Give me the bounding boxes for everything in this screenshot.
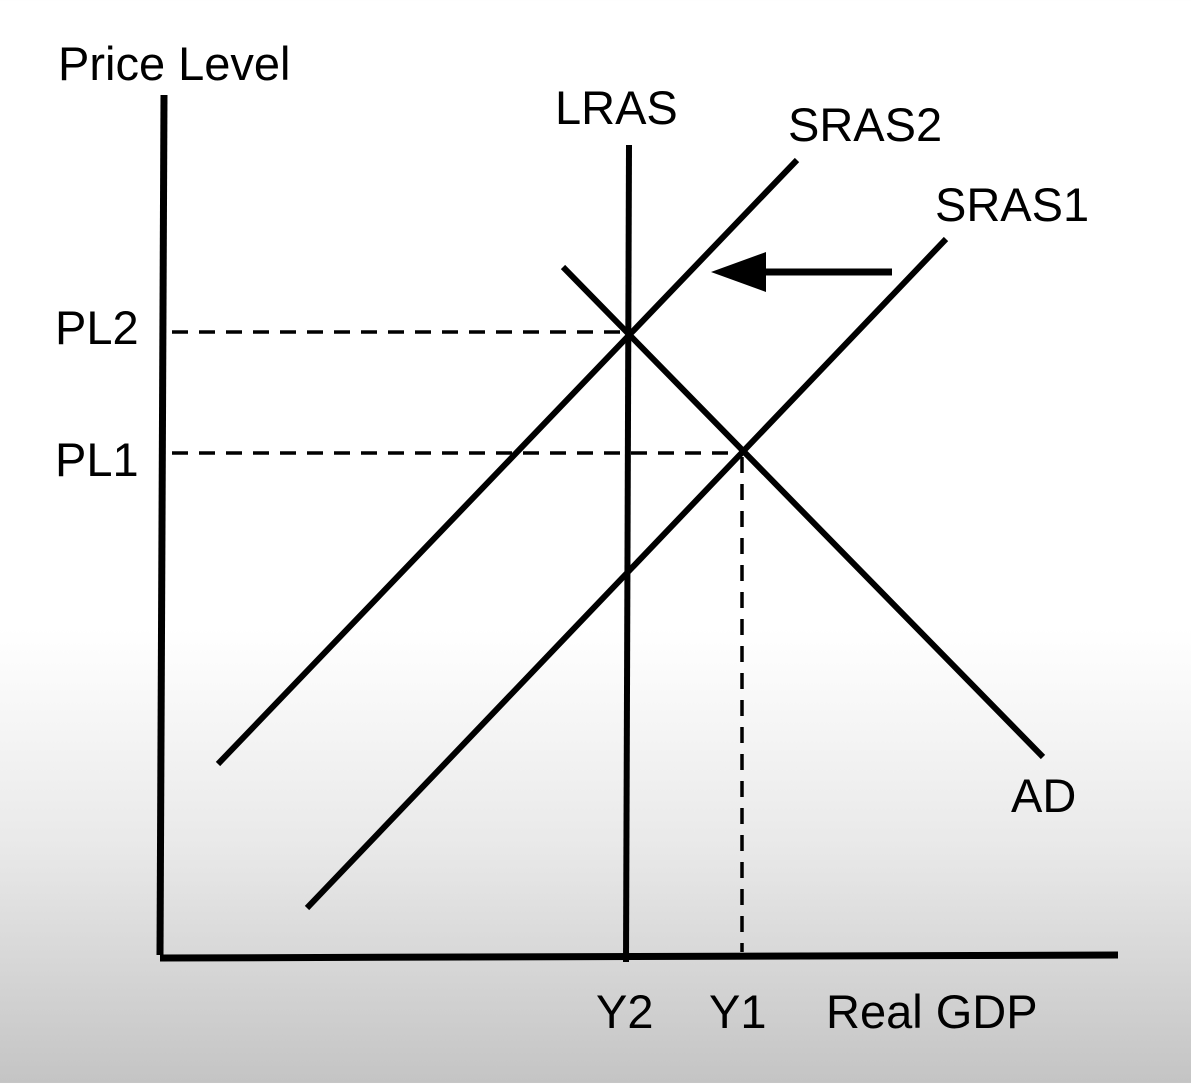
y-axis — [156, 94, 168, 956]
pl1-label: PL1 — [55, 433, 139, 486]
x-axis-label: Real GDP — [826, 985, 1038, 1038]
shift-left-arrow-icon — [711, 252, 892, 292]
sras2-label: SRAS2 — [788, 98, 942, 151]
sras1-label: SRAS1 — [935, 178, 1089, 231]
sras2-line — [215, 157, 800, 767]
lras-line — [623, 144, 632, 963]
y1-label: Y1 — [709, 985, 767, 1038]
ad-label: AD — [1011, 769, 1076, 822]
pl2-label: PL2 — [55, 301, 139, 354]
y2-label: Y2 — [596, 985, 654, 1038]
y-axis-label: Price Level — [58, 37, 291, 90]
lras-label: LRAS — [555, 81, 678, 134]
ad-line — [560, 264, 1046, 760]
x-axis — [159, 951, 1119, 962]
sras1-line — [304, 236, 949, 911]
